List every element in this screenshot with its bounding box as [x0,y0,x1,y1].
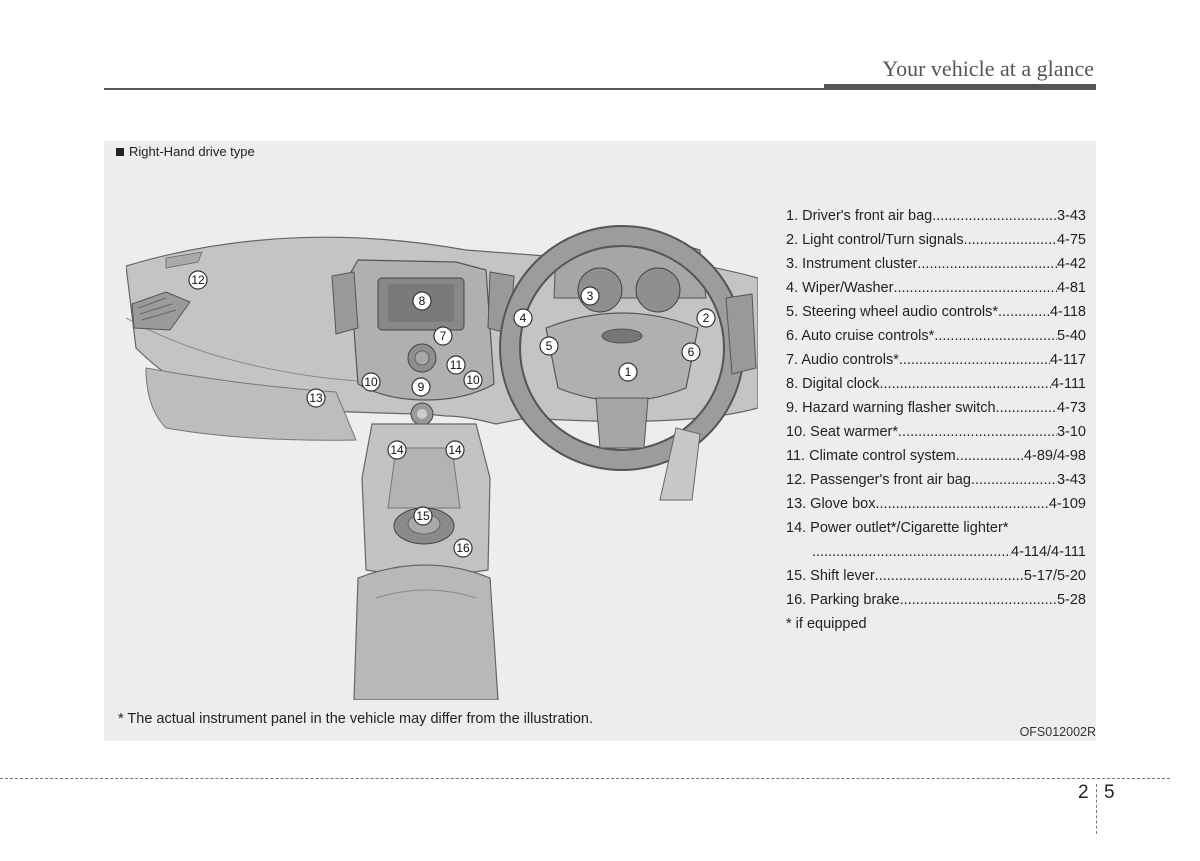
legend-item: 1. Driver's front air bag3-43 [786,204,1086,228]
callout-1: 1 [618,362,638,382]
svg-text:10: 10 [466,373,480,387]
square-bullet-icon [116,148,124,156]
callout-6: 6 [681,342,701,362]
svg-text:4: 4 [520,311,527,325]
callout-8: 8 [412,291,432,311]
legend-item-continuation: 4-114/4-111 [786,540,1086,564]
svg-text:8: 8 [419,294,426,308]
page-number: 5 [1104,782,1115,803]
callout-14-right: 14 [445,440,465,460]
legend-item: 13. Glove box4-109 [786,492,1086,516]
svg-text:2: 2 [703,311,710,325]
legend-item: 11. Climate control system4-89/4-98 [786,444,1086,468]
svg-text:3: 3 [587,289,594,303]
callout-7: 7 [433,326,453,346]
svg-text:12: 12 [191,273,205,287]
page-header-title: Your vehicle at a glance [882,56,1094,81]
image-code: OFS012002R [1019,725,1096,739]
drive-type-caption: Right-Hand drive type [116,144,255,159]
legend-item: 4. Wiper/Washer4-81 [786,276,1086,300]
svg-text:16: 16 [456,541,470,555]
callout-13: 13 [306,388,326,408]
illustration-footnote: * The actual instrument panel in the veh… [118,711,593,727]
callout-3: 3 [580,286,600,306]
legend-item: 2. Light control/Turn signals4-75 [786,228,1086,252]
svg-text:6: 6 [688,345,695,359]
legend-item: 10. Seat warmer*3-10 [786,420,1086,444]
footer-divider [0,778,1170,779]
callout-14-left: 14 [387,440,407,460]
callout-15: 15 [413,506,433,526]
callout-16: 16 [453,538,473,558]
callout-10-right: 10 [463,370,483,390]
legend-item: 6. Auto cruise controls*5-40 [786,324,1086,348]
legend-item: 7. Audio controls*4-117 [786,348,1086,372]
legend-list: 1. Driver's front air bag3-43 2. Light c… [786,204,1086,636]
instrument-panel-illustration: 1 2 3 4 5 6 7 8 9 10 10 11 12 13 14 14 1… [126,225,758,700]
page-number-divider [1096,784,1097,834]
legend-item: 14. Power outlet*/Cigarette lighter* [786,520,1009,536]
svg-text:9: 9 [418,380,425,394]
callout-10-left: 10 [361,372,381,392]
legend-item: 15. Shift lever5-17/5-20 [786,564,1086,588]
callout-4: 4 [513,308,533,328]
callout-12: 12 [188,270,208,290]
callout-11: 11 [446,355,466,375]
chapter-number: 2 [1078,782,1089,803]
legend-item: 5. Steering wheel audio controls*4-118 [786,300,1086,324]
legend-item: 9. Hazard warning flasher switch4-73 [786,396,1086,420]
svg-text:11: 11 [450,358,463,372]
drive-type-label: Right-Hand drive type [129,144,255,159]
legend-item: 3. Instrument cluster4-42 [786,252,1086,276]
svg-text:14: 14 [390,443,404,457]
callout-2: 2 [696,308,716,328]
svg-text:1: 1 [625,365,632,379]
legend-item: 12. Passenger's front air bag3-43 [786,468,1086,492]
svg-text:10: 10 [364,375,378,389]
header-rule [104,88,824,90]
legend-item: 16. Parking brake5-28 [786,588,1086,612]
svg-text:5: 5 [546,339,553,353]
svg-text:15: 15 [416,509,430,523]
equipped-note: * if equipped [786,616,867,632]
callout-5: 5 [539,336,559,356]
legend-item: 8. Digital clock4-111 [786,372,1086,396]
header-rule-accent [824,84,1096,90]
svg-text:13: 13 [309,391,323,405]
callout-9: 9 [411,377,431,397]
svg-text:14: 14 [448,443,462,457]
svg-text:7: 7 [440,329,447,343]
